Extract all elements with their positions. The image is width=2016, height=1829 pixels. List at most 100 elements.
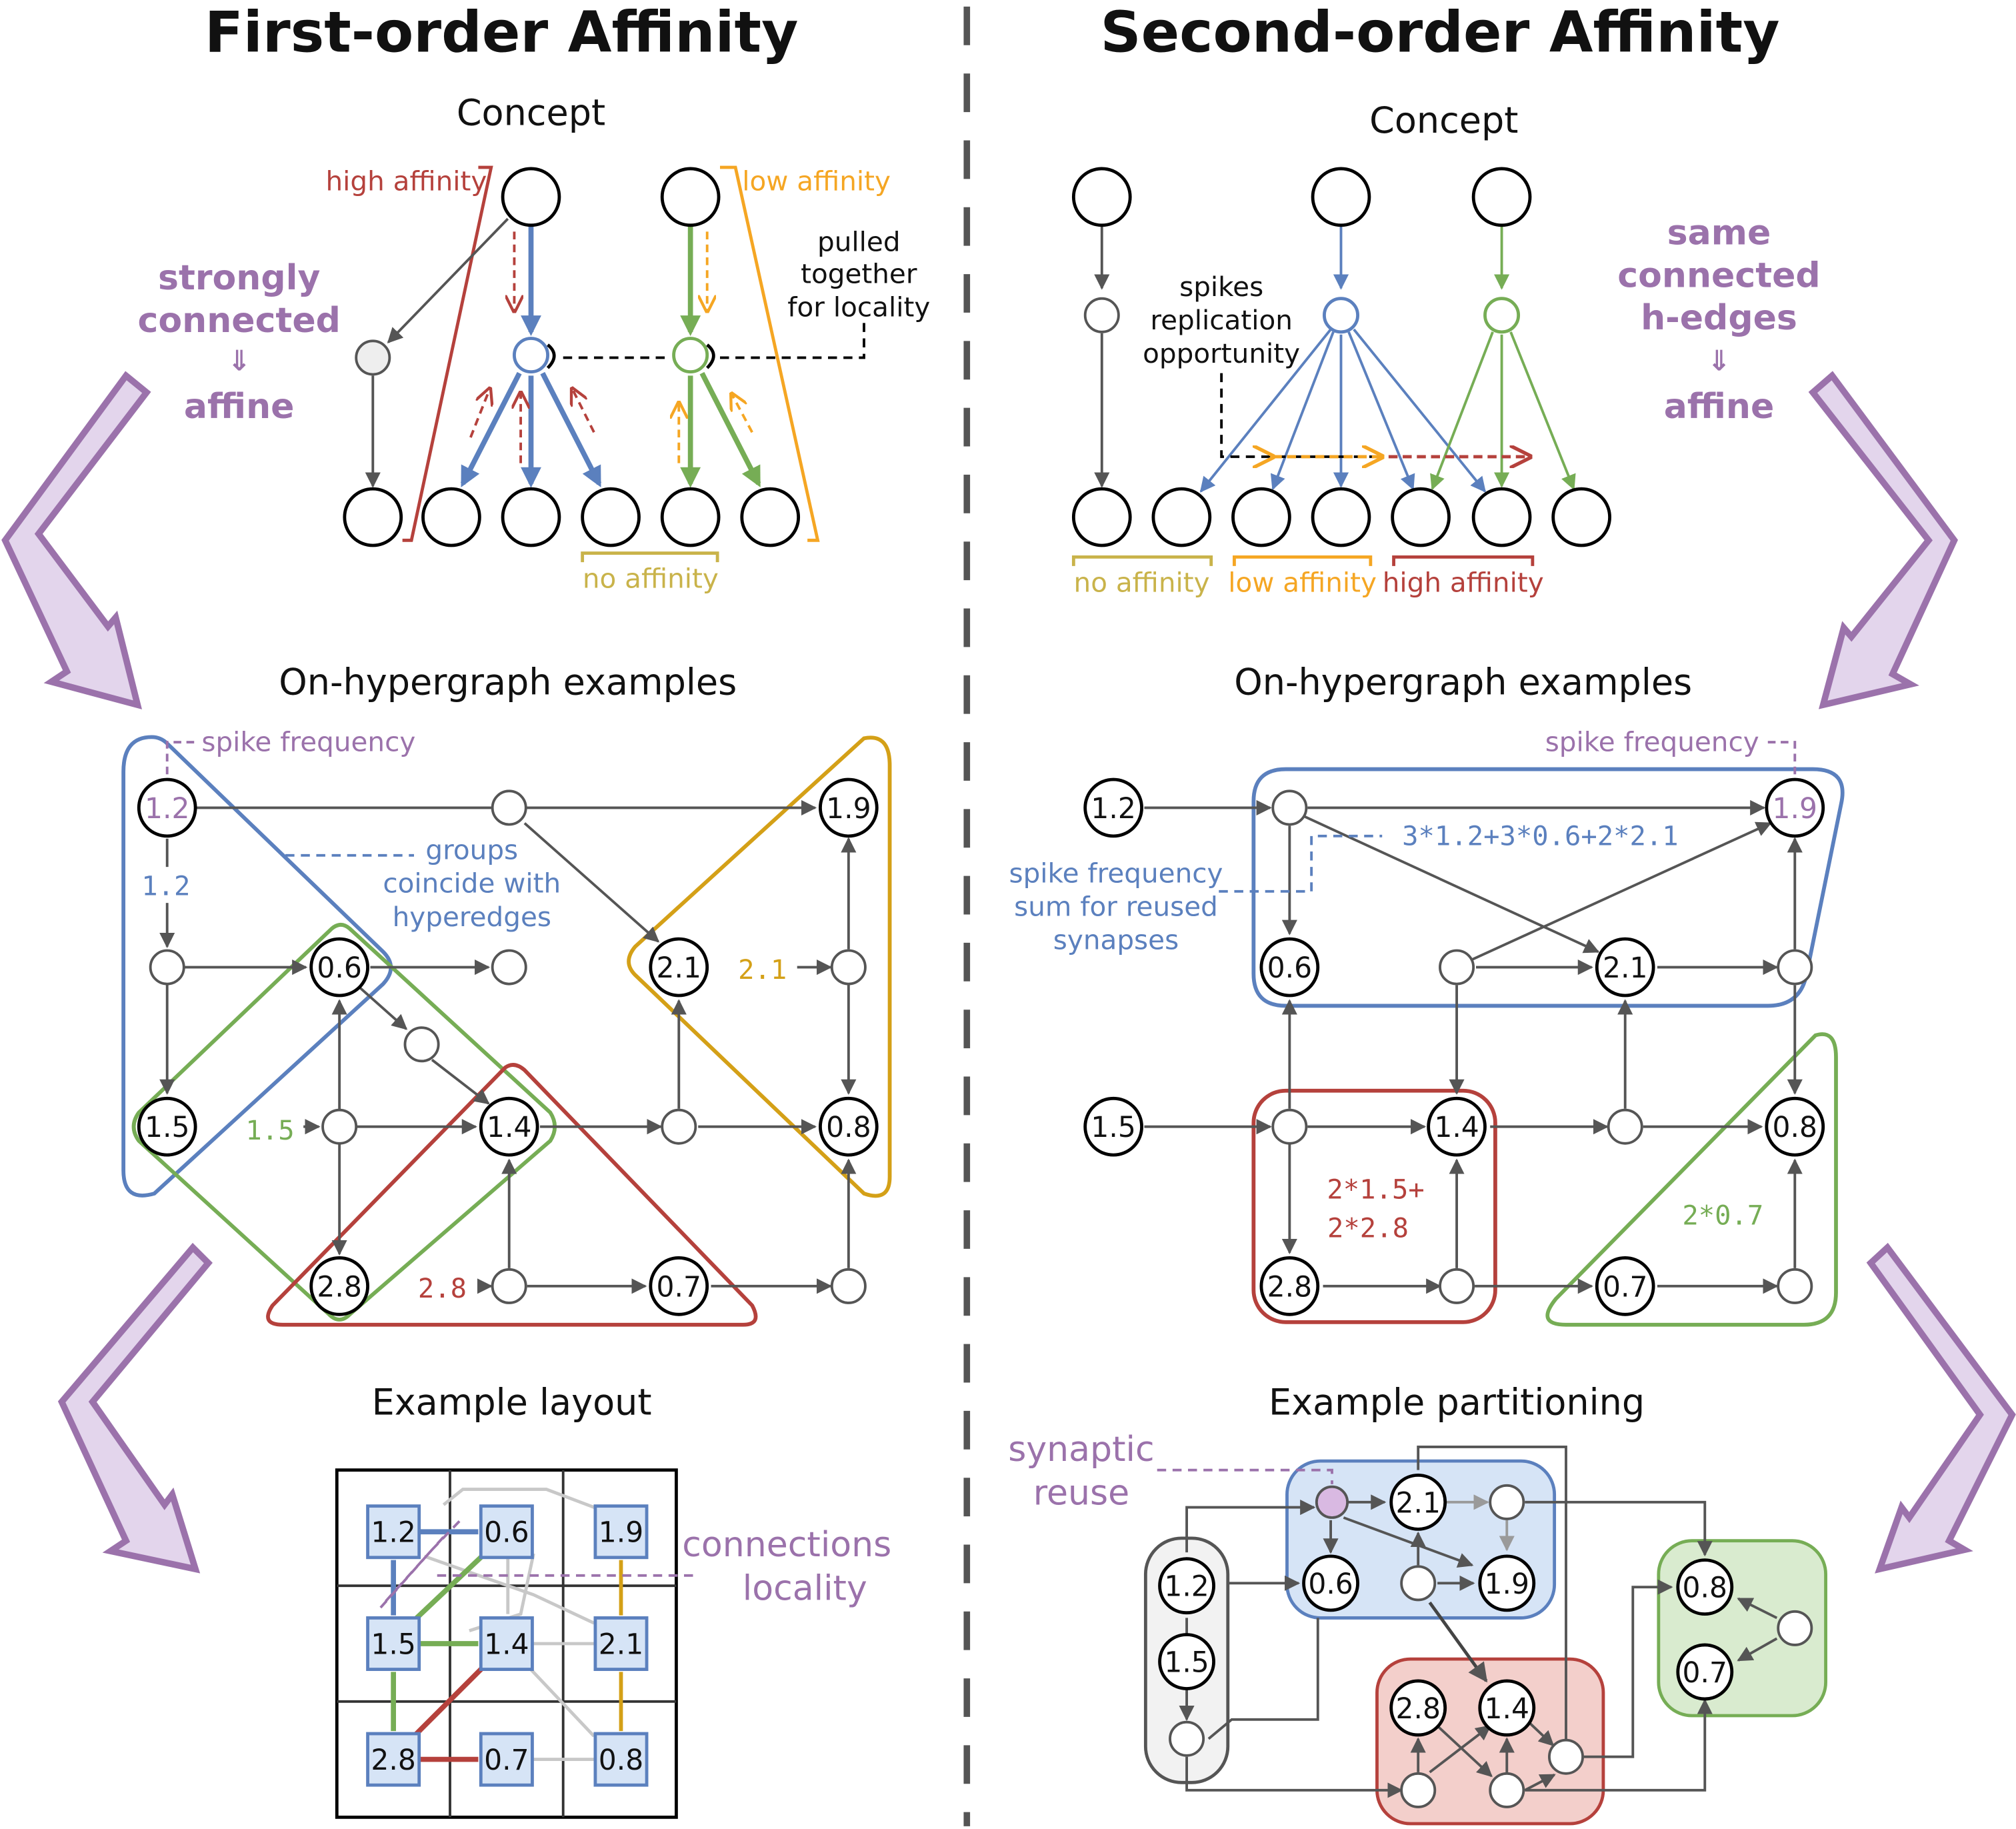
node-label: 0.7 (657, 1271, 701, 1304)
spikes-label-1: spikes (1179, 271, 1263, 303)
spikes-label-2: replication (1150, 304, 1293, 336)
node-label: 2.1 (1603, 952, 1647, 985)
red-hyperedge (266, 1063, 758, 1327)
layout-cell-label: 1.4 (484, 1628, 529, 1661)
affinity-dashed-arrow (572, 389, 595, 433)
layout-cell-label: 1.5 (371, 1628, 415, 1661)
hyper-node-21 (649, 937, 709, 998)
concept-node (660, 167, 721, 227)
layout-cell-label: 0.8 (599, 1744, 643, 1777)
layout-cell (479, 1616, 534, 1671)
right-concept-heading: Concept (1369, 99, 1518, 141)
formula-red-1: 2*1.5+ (1327, 1174, 1424, 1206)
layout-cell (366, 1504, 421, 1560)
edge-label: 1.5 (245, 1114, 294, 1146)
hyper-node-08 (819, 1096, 879, 1157)
connections-label-2: locality (743, 1568, 867, 1608)
layout-cell (366, 1732, 421, 1787)
layout-cell (593, 1504, 649, 1560)
green-edge (699, 371, 761, 487)
side-note-line: h-edges (1641, 298, 1797, 338)
layout-cell (593, 1732, 649, 1787)
left-flow-arrow-2 (57, 1242, 213, 1574)
right-title: Second-order Affinity (1101, 0, 1780, 65)
node-label: 0.8 (826, 1112, 871, 1144)
concept-node (501, 167, 561, 227)
right-hypergraph-heading: On-hypergraph examples (1234, 661, 1692, 703)
r-spike-frequency: spike frequency (1545, 726, 1759, 758)
sum-label-1: spike frequency (1009, 857, 1223, 889)
node-label: 0.8 (1683, 1572, 1727, 1605)
left-hypergraph: 1.2 1.5 2.1 2.8 spike frequency groups c… (121, 726, 892, 1327)
node-label: 2.8 (1395, 1693, 1440, 1726)
left-hypergraph-heading: On-hypergraph examples (279, 661, 737, 703)
side-note-line: affine (1664, 387, 1775, 427)
concept-node (672, 337, 709, 374)
node-label: 1.9 (1485, 1568, 1529, 1601)
node-label: 0.8 (1773, 1112, 1817, 1144)
node-label: 1.2 (1164, 1571, 1209, 1604)
node-label: 2.8 (1267, 1271, 1312, 1304)
node-label: 0.6 (1308, 1568, 1353, 1601)
spikes-label-3: opportunity (1143, 337, 1300, 369)
node-label: 1.2 (145, 793, 189, 825)
node-label: 1.9 (1773, 793, 1817, 825)
concept-node (343, 487, 403, 547)
affinity-dashed-arrow (731, 393, 753, 433)
flow-arrows (1, 371, 2016, 1574)
layout-cell-label: 2.8 (371, 1744, 415, 1777)
right-concept: spikes replication opportunity no affini… (1071, 167, 1611, 598)
node-label: 2.1 (1395, 1487, 1440, 1520)
left-title: First-order Affinity (205, 0, 799, 65)
node-label: 0.6 (317, 952, 361, 985)
layout-cell-label: 0.7 (484, 1744, 529, 1777)
concept-edge (387, 217, 509, 343)
green-group (1545, 1032, 1838, 1327)
pulled-label-3: for locality (787, 291, 930, 323)
node-label: 1.4 (487, 1112, 531, 1144)
layout-cell-label: 2.1 (599, 1628, 643, 1661)
pulled-label-1: pulled (817, 225, 901, 257)
no-affinity-label: no affinity (583, 563, 719, 595)
hyper-node-06 (309, 937, 369, 998)
right-side-note: same connected h-edges ⇓ affine (1617, 213, 1820, 427)
side-note-line: connected (1617, 255, 1820, 295)
layout-heading: Example layout (372, 1382, 652, 1424)
node-label: 1.4 (1434, 1112, 1479, 1144)
concept-node (421, 487, 481, 547)
hyper-node-12 (137, 777, 197, 838)
side-note-line: affine (184, 387, 295, 427)
pulled-connector (563, 321, 865, 359)
node-label: 2.1 (657, 952, 701, 985)
layout-cell (366, 1616, 421, 1671)
sum-label-2: sum for reused (1014, 890, 1218, 922)
right-flow-arrow-1 (1808, 371, 1959, 709)
concept-node (355, 339, 391, 376)
partitioning: synaptic reuse 1.2 1.5 2.1 0. (1008, 1430, 1827, 1826)
blue-edge (540, 371, 602, 487)
left-side-note: strongly connected ⇓ affine (138, 258, 341, 427)
red-group (1251, 1088, 1497, 1324)
high-affinity-bracket (402, 165, 493, 542)
layout-cell (479, 1732, 534, 1787)
node-label: 1.5 (1091, 1112, 1135, 1144)
partitioning-heading: Example partitioning (1269, 1382, 1645, 1424)
hyper-node-14 (479, 1096, 539, 1157)
synaptic-label-2: reuse (1033, 1474, 1129, 1514)
sum-label-3: synapses (1053, 924, 1179, 956)
side-note-line: ⇓ (227, 345, 251, 378)
groups-label-2: coincide with (383, 867, 561, 899)
layout-cell (479, 1504, 534, 1560)
side-note-line: strongly (158, 258, 320, 298)
edge-label: 1.2 (141, 870, 190, 902)
edge-label: 2.8 (418, 1272, 467, 1304)
concept-node (581, 487, 641, 547)
right-flow-arrow-2 (1866, 1242, 2016, 1574)
node-label: 0.7 (1683, 1657, 1727, 1690)
connections-label-1: connections (682, 1525, 891, 1565)
node-label: 0.7 (1603, 1271, 1647, 1304)
synaptic-label-1: synaptic (1008, 1430, 1154, 1470)
side-note-line: connected (138, 301, 341, 341)
concept-node (501, 487, 561, 547)
